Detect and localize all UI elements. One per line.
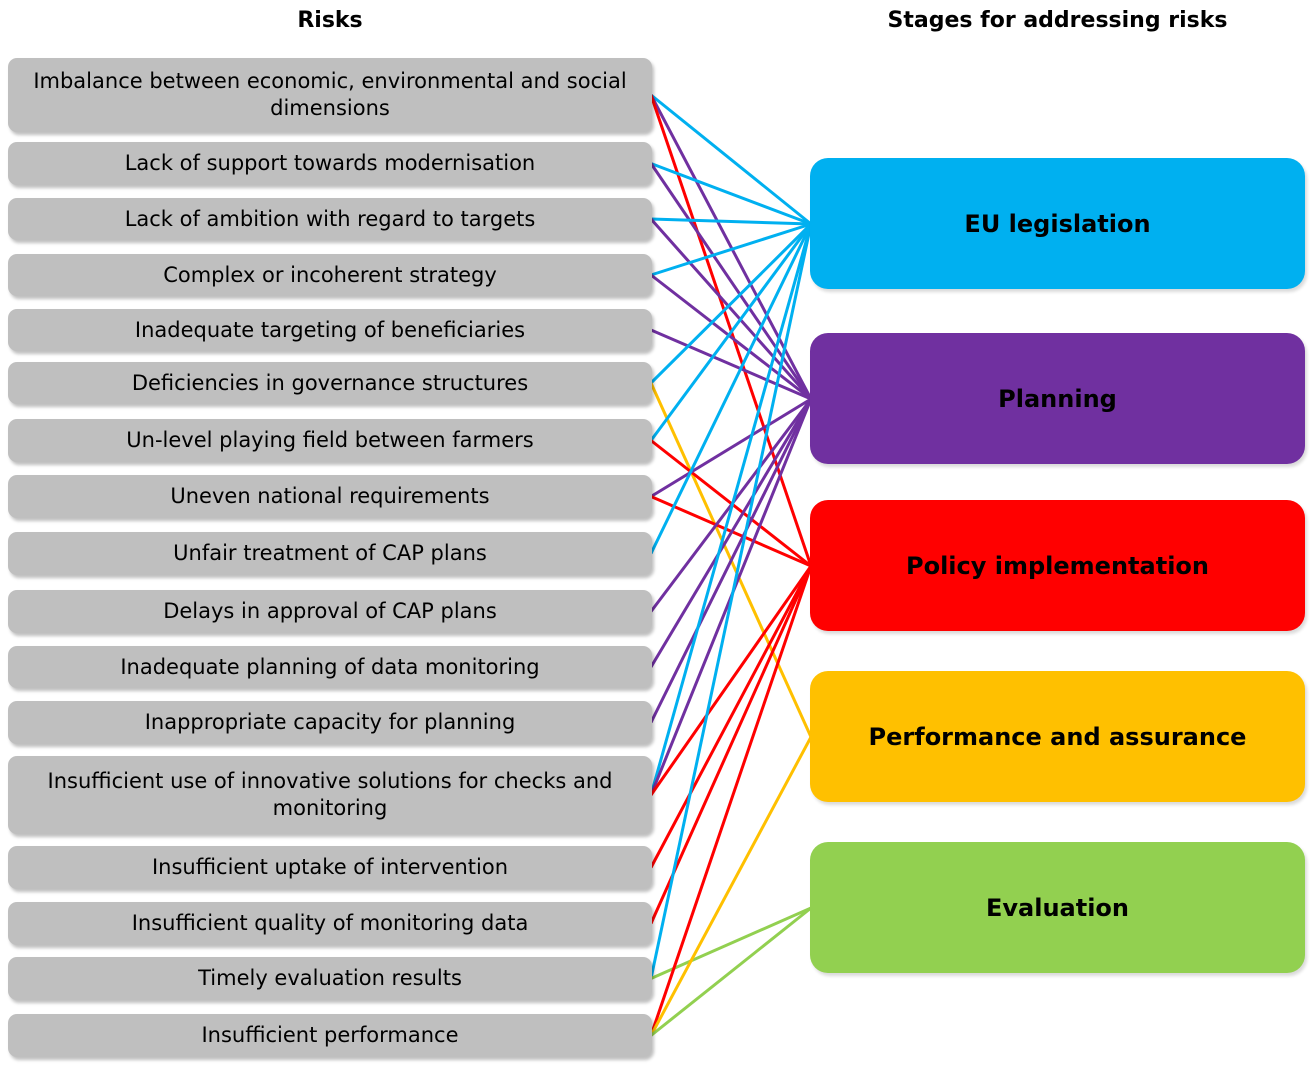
risk-item: Inadequate targeting of beneficiaries: [8, 309, 652, 351]
risks-header: Risks: [297, 8, 363, 33]
connection-line: [649, 565, 813, 1036]
connection-line: [649, 398, 813, 724]
risk-item: Insufficient uptake of intervention: [8, 846, 652, 889]
risk-item: Inadequate planning of data monitoring: [8, 646, 652, 688]
stage-box: Evaluation: [810, 842, 1305, 973]
connection-line: [649, 222, 813, 385]
risk-item: Lack of support towards modernisation: [8, 142, 652, 185]
risk-item: Complex or incoherent strategy: [8, 254, 652, 296]
risk-item: Insufficient performance: [8, 1014, 652, 1057]
connection-line: [649, 565, 813, 925]
connection-line: [649, 218, 813, 400]
connection-line: [649, 223, 813, 555]
stage-box: Policy implementation: [810, 500, 1305, 631]
risk-item: Un-level playing field between farmers: [8, 419, 652, 462]
connection-line: [650, 273, 812, 401]
risk-item: Delays in approval of CAP plans: [8, 590, 652, 633]
connection-line: [649, 162, 813, 400]
connection-line: [650, 217, 812, 226]
connection-line: [650, 906, 812, 1037]
connection-line: [650, 93, 812, 226]
connection-line: [650, 222, 812, 277]
connection-line: [649, 398, 813, 668]
connection-line: [650, 397, 812, 498]
stages-header: Stages for addressing risks: [887, 8, 1228, 33]
risk-item: Insufficient quality of monitoring data: [8, 902, 652, 945]
connection-line: [649, 736, 813, 1037]
stage-box: EU legislation: [810, 158, 1305, 289]
connection-line: [650, 162, 812, 226]
risk-item: Lack of ambition with regard to targets: [8, 198, 652, 240]
risk-item: Timely evaluation results: [8, 957, 652, 1000]
risk-item: Deficiencies in governance structures: [8, 362, 652, 404]
connection-line: [649, 223, 813, 979]
risk-item: Inappropriate capacity for planning: [8, 701, 652, 744]
risk-item: Unfair treatment of CAP plans: [8, 532, 652, 575]
stage-box: Planning: [810, 333, 1305, 464]
connection-line: [650, 328, 812, 401]
connection-line: [649, 223, 813, 442]
risk-item: Insufficient use of innovative solutions…: [8, 756, 652, 834]
connection-line: [649, 223, 813, 796]
connection-line: [650, 906, 812, 980]
connection-line: [649, 565, 813, 796]
risk-item: Imbalance between economic, environmenta…: [8, 58, 652, 132]
risk-item: Uneven national requirements: [8, 475, 652, 518]
stage-box: Performance and assurance: [810, 671, 1305, 802]
connection-line: [649, 565, 813, 869]
